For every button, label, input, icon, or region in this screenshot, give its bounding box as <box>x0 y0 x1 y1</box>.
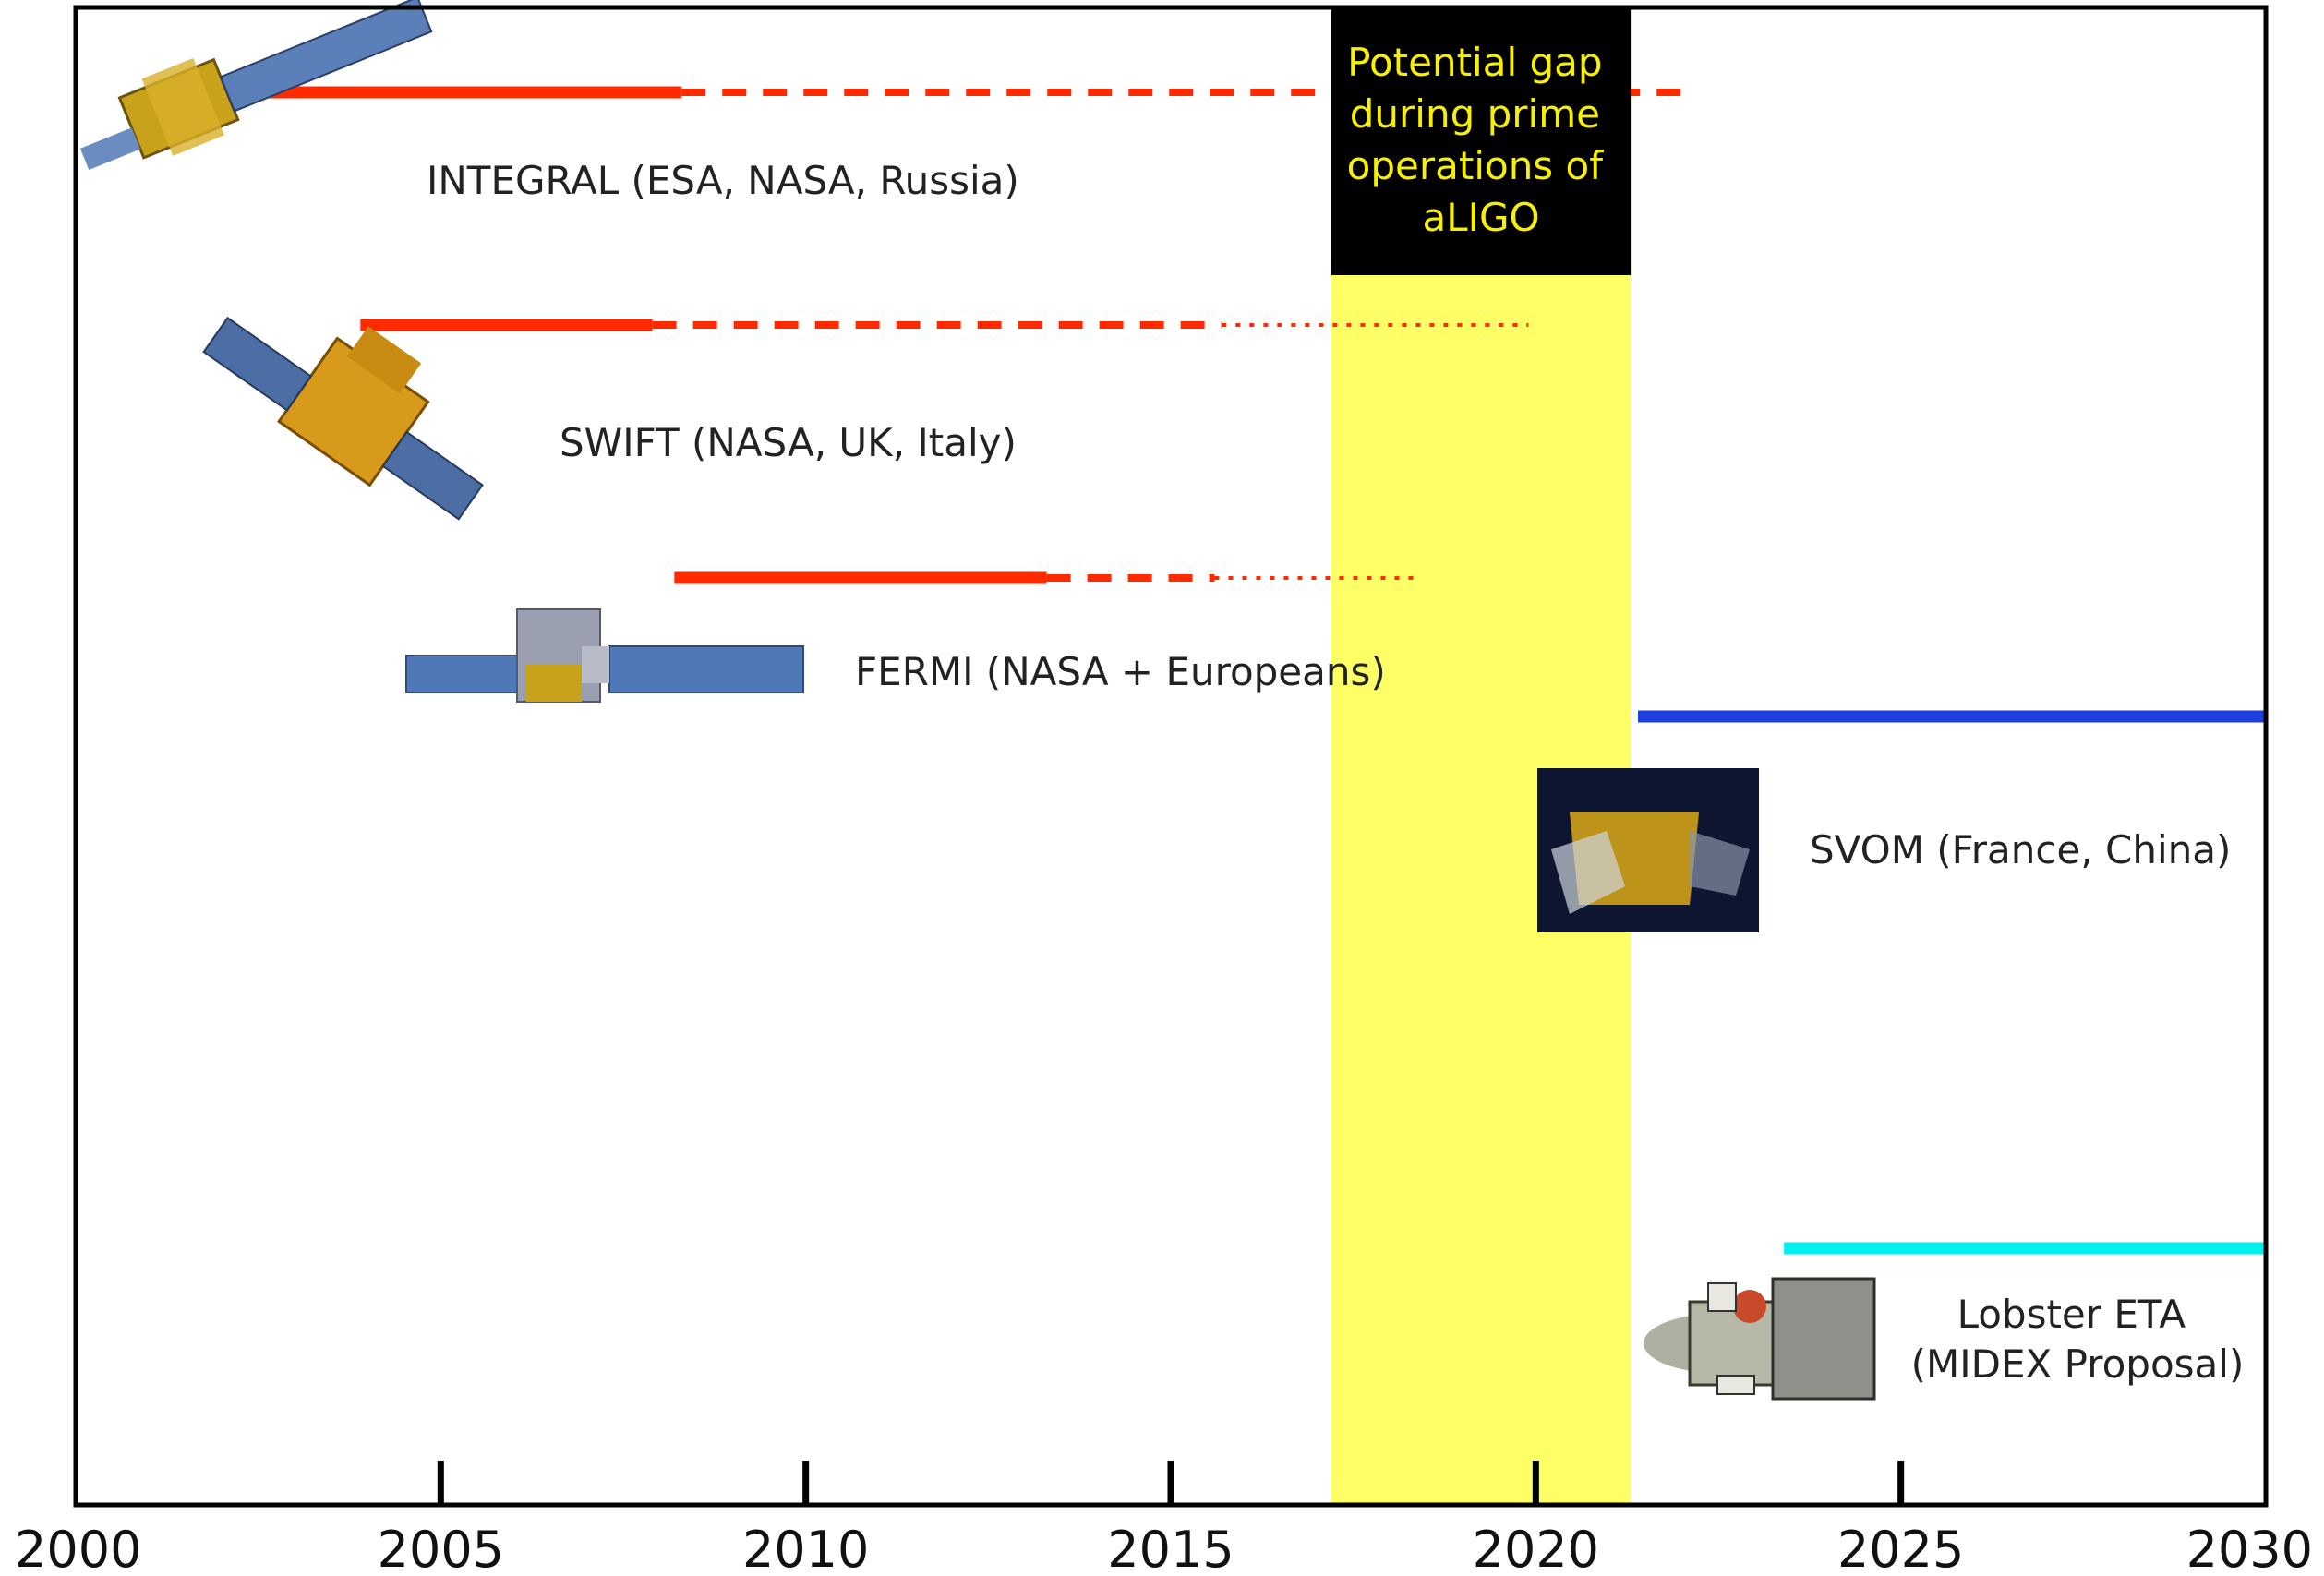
x-tick-label: 2025 <box>1837 1521 1964 1576</box>
swift-satellite-icon <box>202 316 484 521</box>
fermi-satellite-icon <box>405 608 804 703</box>
lobster-label-line-2: (MIDEX Proposal) <box>1911 1341 2245 1387</box>
mission-lines <box>229 86 2266 1255</box>
swift-label: SWIFT (NASA, UK, Italy) <box>560 420 1017 465</box>
lobster-satellite-icon <box>1644 1277 1876 1401</box>
x-tick-label: 2010 <box>742 1521 869 1576</box>
x-tick-label: 2020 <box>1473 1521 1599 1576</box>
x-tick-label: 2000 <box>15 1521 141 1576</box>
integral-satellite-icon <box>79 0 433 171</box>
plot-frame <box>73 5 2269 1508</box>
x-axis: 2000 2005 2010 2015 2020 2025 2030 <box>15 1461 2313 1576</box>
svom-label: SVOM (France, China) <box>1810 827 2231 872</box>
fermi-label: FERMI (NASA + Europeans) <box>855 649 1386 694</box>
gap-label-box <box>1331 7 1632 275</box>
gap-label-line-3: operations of <box>1347 143 1605 188</box>
x-tick-label: 2015 <box>1107 1521 1234 1576</box>
lobster-label-line-1: Lobster ETA <box>1957 1292 2186 1337</box>
gap-label-line-2: during prime <box>1350 91 1600 137</box>
gap-label-text: Potential gap during prime operations of… <box>1347 40 1616 240</box>
svom-satellite-icon <box>1537 768 1759 932</box>
x-tick-label: 2005 <box>378 1521 504 1576</box>
satellite-icons <box>79 0 1876 1401</box>
lobster-label: Lobster ETA (MIDEX Proposal) <box>1911 1292 2245 1387</box>
gap-label-line-1: Potential gap <box>1347 40 1602 85</box>
x-tick-label: 2030 <box>2186 1521 2313 1576</box>
integral-label: INTEGRAL (ESA, NASA, Russia) <box>427 158 1019 203</box>
gap-label-line-4: aLIGO <box>1422 195 1539 240</box>
